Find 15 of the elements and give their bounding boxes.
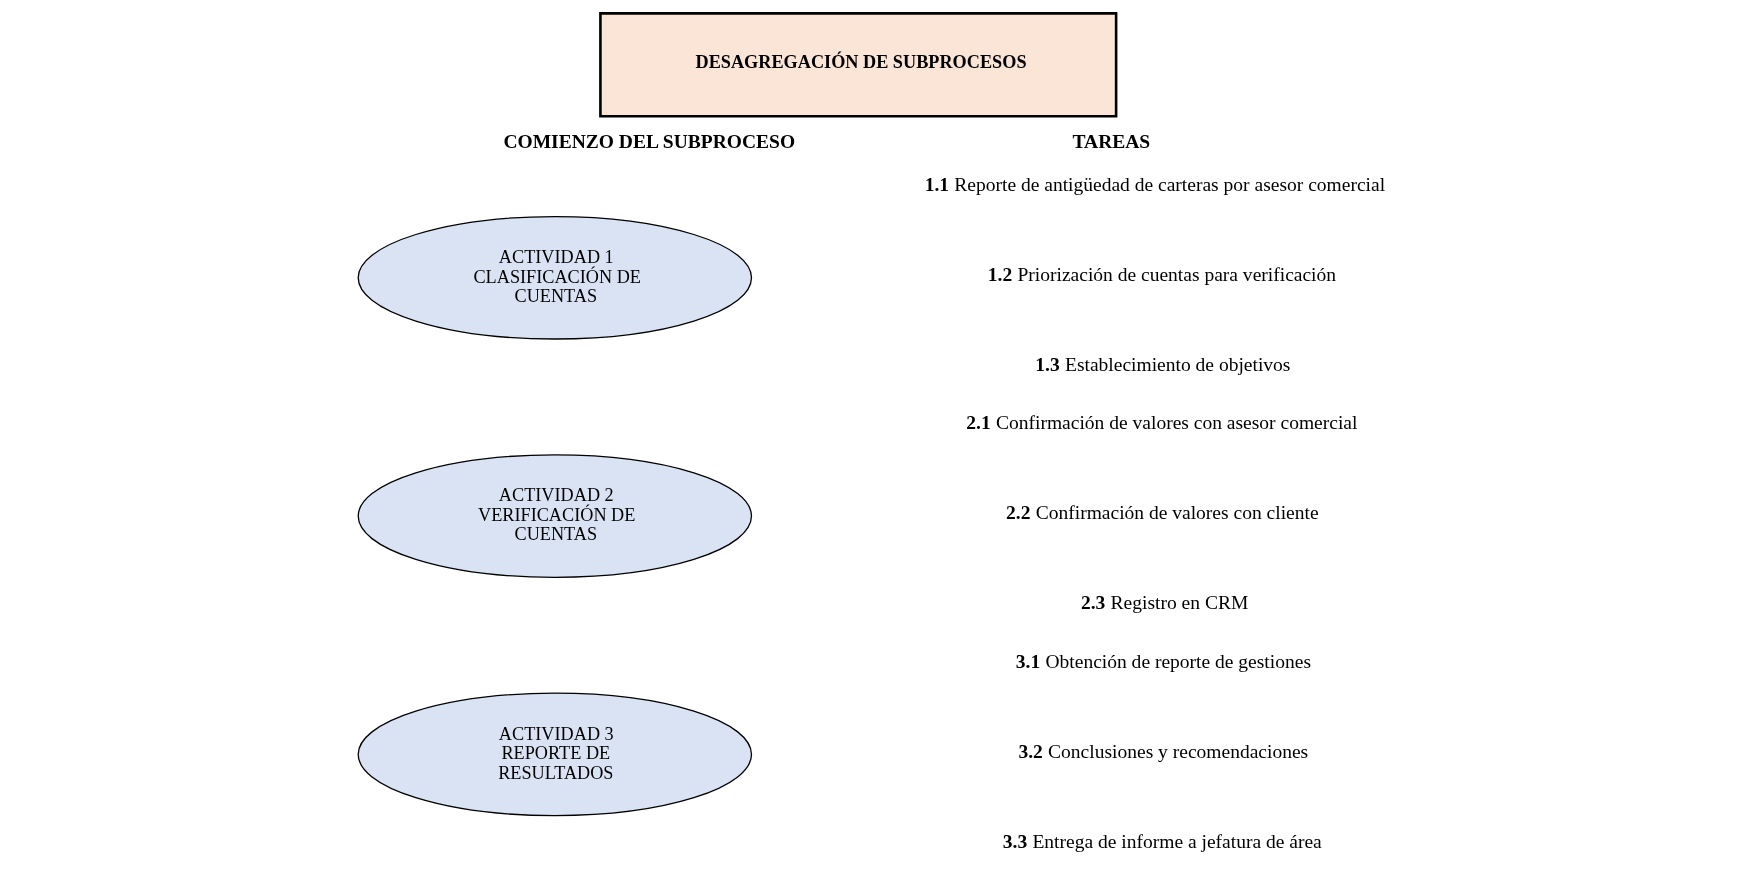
node-ellipse: ACTIVIDAD 3 REPORTE DE RESULTADOS: [357, 692, 753, 817]
node-ellipse: ACTIVIDAD 1 CLASIFICACIÓN DE CUENTAS: [357, 215, 753, 340]
label: TAREAS: [1072, 131, 1151, 153]
label: 1.1 Reporte de antigüedad de carteras por asesor comercial: [924, 174, 1386, 196]
label: 3.3 Entrega de informe a jefatura de área: [1002, 830, 1322, 852]
label: 3.2 Conclusiones y recomendaciones: [1018, 740, 1309, 762]
label: COMIENZO DEL SUBPROCESO: [503, 131, 796, 153]
node-box: DESAGREGACIÓN DE SUBPROCESOS: [599, 12, 1118, 118]
label: 2.1 Confirmación de valores con asesor comercial: [966, 412, 1358, 434]
label: 3.1 Obtención de reporte de gestiones: [1015, 650, 1311, 672]
label: 2.3 Registro en CRM: [1080, 592, 1249, 614]
label: 1.2 Priorización de cuentas para verificación: [987, 264, 1337, 286]
label: 2.2 Confirmación de valores con cliente: [1006, 502, 1319, 524]
node-ellipse: ACTIVIDAD 2 VERIFICACIÓN DE CUENTAS: [357, 454, 753, 578]
label: 1.3 Establecimiento de objetivos: [1035, 353, 1291, 375]
